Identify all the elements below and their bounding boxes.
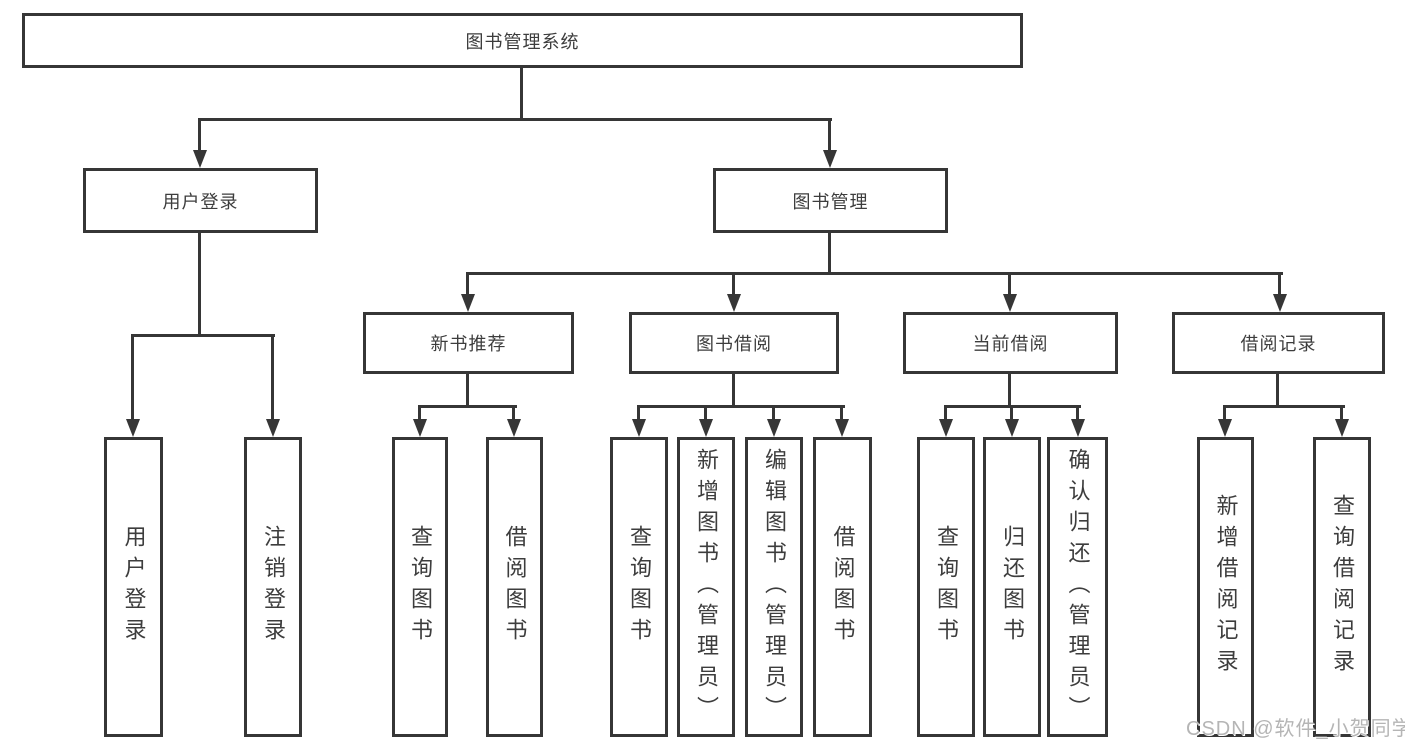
connector-drop-bb-borrow <box>840 405 843 422</box>
connector-root-stub <box>520 68 523 121</box>
arrowhead-cb-return <box>1005 419 1019 437</box>
node-user-login-label: 用户登录 <box>162 191 239 212</box>
connector-drop-bb-edit <box>772 405 775 422</box>
connector-drop-br-add <box>1223 405 1226 422</box>
arrowhead-newbook-borrow <box>507 419 521 437</box>
arrowhead-bb-borrow <box>835 419 849 437</box>
connector-book-borrow-stub <box>732 374 735 408</box>
leaf-borrow-borrow-books-label: 借阅图书 <box>830 525 856 649</box>
arrowhead-cb-query <box>939 419 953 437</box>
node-borrow-record-label: 借阅记录 <box>1240 334 1317 354</box>
connector-borrow-record-split <box>1223 405 1345 408</box>
node-book-management: 图书管理 <box>713 168 948 233</box>
connector-drop-cb-query <box>944 405 947 422</box>
arrowhead-user-login <box>193 150 207 168</box>
leaf-newbook-query-books: 查询图书 <box>392 437 448 737</box>
arrowhead-new-book <box>461 294 475 312</box>
connector-drop-book-borrow <box>732 272 735 298</box>
connector-drop-cb-confirm <box>1076 405 1079 422</box>
connector-drop-borrow-record <box>1278 272 1281 298</box>
arrowhead-cb-confirm <box>1071 419 1085 437</box>
connector-user-login-stub <box>198 233 201 337</box>
arrowhead-book-management <box>823 150 837 168</box>
node-borrow-record: 借阅记录 <box>1172 312 1385 374</box>
leaf-edit-books-admin-label: 编辑图书（管理员） <box>762 447 787 727</box>
node-new-book-recommend: 新书推荐 <box>363 312 574 374</box>
connector-user-login-split <box>131 334 275 337</box>
leaf-return-books: 归还图书 <box>983 437 1041 737</box>
leaf-newbook-borrow-books: 借阅图书 <box>486 437 543 737</box>
leaf-logout-label: 注销登录 <box>261 525 286 649</box>
arrowhead-current-borrow <box>1003 294 1017 312</box>
node-library-system-label: 图书管理系统 <box>465 31 580 52</box>
node-book-management-label: 图书管理 <box>792 191 869 212</box>
connector-drop-leaf-logout <box>271 334 274 422</box>
connector-drop-br-query <box>1340 405 1343 422</box>
arrowhead-borrow-record <box>1273 294 1287 312</box>
leaf-add-borrow-record-label: 新增借阅记录 <box>1213 494 1239 680</box>
leaf-newbook-borrow-books-label: 借阅图书 <box>502 525 528 649</box>
connector-drop-newbook-borrow <box>512 405 515 422</box>
leaf-confirm-return-admin-label: 确认归还（管理员） <box>1065 447 1091 727</box>
connector-drop-user-login <box>198 118 201 154</box>
connector-new-book-split <box>418 405 517 408</box>
leaf-user-login: 用户登录 <box>104 437 163 737</box>
leaf-query-borrow-record-label: 查询借阅记录 <box>1330 494 1355 680</box>
node-new-book-recommend-label: 新书推荐 <box>430 334 507 354</box>
leaf-add-books-admin: 新增图书（管理员） <box>677 437 735 737</box>
leaf-add-books-admin-label: 新增图书（管理员） <box>694 447 719 727</box>
arrowhead-book-borrow <box>727 294 741 312</box>
connector-drop-current-borrow <box>1008 272 1011 298</box>
connector-book-management-stub <box>828 233 831 275</box>
leaf-borrow-query-books-label: 查询图书 <box>627 525 652 649</box>
leaf-newbook-query-books-label: 查询图书 <box>408 525 433 649</box>
node-current-borrow: 当前借阅 <box>903 312 1118 374</box>
arrowhead-bb-query <box>632 419 646 437</box>
leaf-current-query-books: 查询图书 <box>917 437 975 737</box>
leaf-query-borrow-record: 查询借阅记录 <box>1313 437 1371 737</box>
arrowhead-leaf-logout <box>266 419 280 437</box>
connector-drop-book-management <box>828 118 831 154</box>
node-book-borrow-label: 图书借阅 <box>696 334 772 354</box>
leaf-confirm-return-admin: 确认归还（管理员） <box>1047 437 1108 737</box>
arrowhead-bb-add <box>699 419 713 437</box>
leaf-user-login-label: 用户登录 <box>121 525 147 649</box>
node-book-borrow: 图书借阅 <box>629 312 839 374</box>
leaf-current-query-books-label: 查询图书 <box>934 525 959 649</box>
connector-drop-leaf-user-login <box>131 334 134 422</box>
leaf-borrow-query-books: 查询图书 <box>610 437 668 737</box>
connector-borrow-record-stub <box>1276 374 1279 408</box>
arrowhead-br-query <box>1335 419 1349 437</box>
leaf-borrow-borrow-books: 借阅图书 <box>813 437 872 737</box>
connector-new-book-stub <box>466 374 469 408</box>
connector-root-split <box>198 118 832 121</box>
arrowhead-br-add <box>1218 419 1232 437</box>
connector-current-borrow-stub <box>1008 374 1011 408</box>
leaf-logout: 注销登录 <box>244 437 302 737</box>
connector-drop-bb-add <box>704 405 707 422</box>
connector-drop-newbook-query <box>418 405 421 422</box>
node-user-login: 用户登录 <box>83 168 318 233</box>
connector-level3-split <box>466 272 1283 275</box>
connector-drop-new-book <box>466 272 469 298</box>
node-current-borrow-label: 当前借阅 <box>972 334 1049 354</box>
arrowhead-leaf-user-login <box>126 419 140 437</box>
leaf-edit-books-admin: 编辑图书（管理员） <box>745 437 803 737</box>
node-library-system: 图书管理系统 <box>22 13 1023 68</box>
connector-drop-bb-query <box>637 405 640 422</box>
connector-drop-cb-return <box>1010 405 1013 422</box>
connector-book-borrow-split <box>637 405 845 408</box>
arrowhead-newbook-query <box>413 419 427 437</box>
leaf-add-borrow-record: 新增借阅记录 <box>1197 437 1254 737</box>
watermark-text: CSDN @软件_小贺同学 <box>1186 718 1405 740</box>
leaf-return-books-label: 归还图书 <box>1000 525 1025 649</box>
arrowhead-bb-edit <box>767 419 781 437</box>
